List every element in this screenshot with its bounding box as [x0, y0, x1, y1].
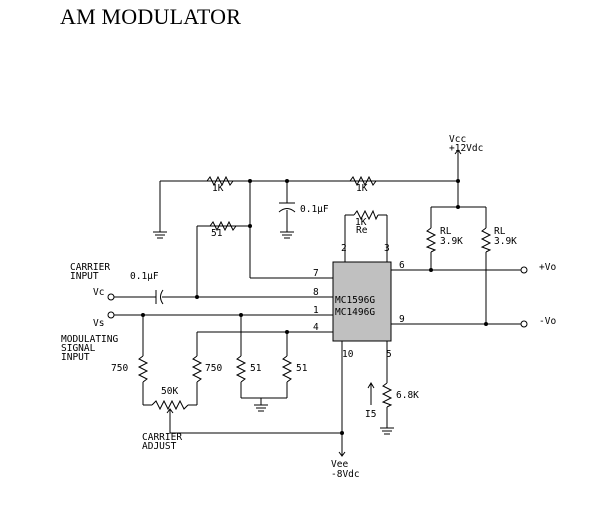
- output-positive-label: +Vo: [539, 262, 556, 273]
- capacitor-input: [155, 289, 164, 305]
- output-negative-label: -Vo: [539, 316, 556, 327]
- carrier-adjust-label-2: ADJUST: [142, 441, 177, 452]
- pin-6: 6: [399, 260, 405, 271]
- resistor-750-left: [137, 355, 149, 383]
- ground-cap-icon: [280, 231, 294, 239]
- carrier-input-label-2: INPUT: [70, 271, 99, 282]
- vcc-label: Vcc: [449, 134, 466, 145]
- modulating-label-1: MODULATING: [61, 334, 118, 345]
- vee-arrow-icon: [338, 451, 346, 457]
- rl-right-name: RL: [494, 226, 506, 237]
- re-value-label: 1K: [355, 217, 367, 228]
- resistor-6k8: [381, 382, 393, 408]
- rl-right-value: 3.9K: [494, 236, 517, 247]
- vee-value: -8Vdc: [331, 469, 360, 480]
- pin-8: 8: [313, 287, 319, 298]
- current-arrow-icon: [367, 382, 375, 405]
- vcc-arrow-icon: [454, 149, 462, 155]
- r-bias-label: 6.8K: [396, 390, 419, 401]
- page-title: AM MODULATOR: [60, 4, 242, 29]
- r-51-upper-label: 51: [211, 228, 223, 239]
- resistor-1k-left: [206, 175, 234, 187]
- resistor-rl-right: [480, 227, 492, 253]
- current-label: I5: [365, 409, 376, 420]
- ground-left-icon: [153, 231, 167, 239]
- ground-51-icon: [254, 404, 268, 412]
- ic-line1: MC1596G: [335, 295, 375, 306]
- r-top-right-label: 1K: [356, 183, 368, 194]
- ground-bias-icon: [380, 427, 394, 435]
- resistor-rl-left: [425, 227, 437, 253]
- r-750-right-label: 750: [205, 363, 222, 374]
- vee-label: Vee: [331, 459, 348, 470]
- pin-4: 4: [313, 322, 319, 333]
- cap-input-label: 0.1µF: [130, 271, 159, 282]
- re-name-label: Re: [356, 225, 368, 236]
- resistor-750-right: [191, 355, 203, 383]
- ic-line2: MC1496G: [335, 307, 375, 318]
- r-51-a-label: 51: [250, 363, 262, 374]
- rl-left-name: RL: [440, 226, 452, 237]
- r-51-b-label: 51: [296, 363, 308, 374]
- pin-1: 1: [313, 305, 319, 316]
- carrier-adjust-label-1: CARRIER: [142, 432, 182, 443]
- pin-9: 9: [399, 314, 405, 325]
- capacitor-bypass: [278, 202, 296, 213]
- vc-label: Vc: [93, 287, 104, 298]
- cap-bypass-label: 0.1µF: [300, 204, 329, 215]
- r-top-left-label: 1K: [212, 183, 224, 194]
- pin-7: 7: [313, 268, 319, 279]
- r-750-left-label: 750: [111, 363, 128, 374]
- pin-2: 2: [341, 243, 347, 254]
- wires: [114, 155, 521, 455]
- pin-3: 3: [384, 243, 390, 254]
- resistor-re: [353, 209, 379, 221]
- potentiometer-50k: [151, 399, 189, 418]
- pin-10: 10: [342, 349, 354, 360]
- pot-label: 50K: [161, 386, 178, 397]
- rl-left-value: 3.9K: [440, 236, 463, 247]
- pin-5: 5: [386, 349, 392, 360]
- resistor-51-upper: [209, 220, 237, 232]
- vs-label: Vs: [93, 318, 104, 329]
- ic-body: [332, 261, 392, 342]
- resistor-51-a: [235, 355, 247, 383]
- carrier-input-label-1: CARRIER: [70, 262, 110, 273]
- resistor-1k-right: [349, 175, 377, 187]
- vcc-value: +12Vdc: [449, 143, 483, 154]
- terminals: [107, 266, 528, 328]
- resistor-51-b: [281, 355, 293, 383]
- junction-dots: [141, 179, 488, 435]
- modulating-label-2: SIGNAL: [61, 343, 96, 354]
- modulating-label-3: INPUT: [61, 352, 90, 363]
